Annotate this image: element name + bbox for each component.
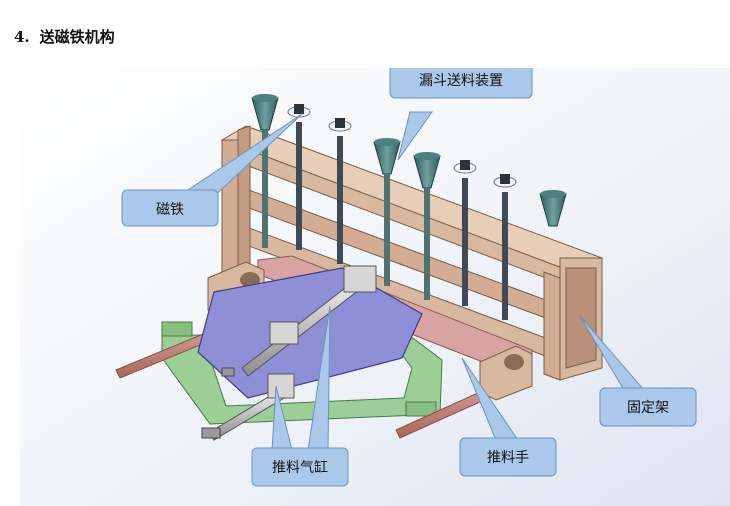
threaded-rod-icon bbox=[453, 160, 477, 306]
hopper-funnel-icon bbox=[413, 152, 441, 300]
section-title: 送磁铁机构 bbox=[39, 28, 115, 46]
mechanism-diagram: 漏斗送料装置 磁铁 固定架 推料手 推料气缸 bbox=[12, 68, 730, 506]
hopper-funnel-icon bbox=[373, 138, 401, 286]
hopper-funnel-icon bbox=[251, 94, 279, 248]
hopper-funnel-icon bbox=[539, 190, 567, 227]
callout-frame-text: 固定架 bbox=[627, 400, 669, 416]
diagram-svg: 漏斗送料装置 磁铁 固定架 推料手 推料气缸 bbox=[20, 68, 730, 506]
callout-frame: 固定架 bbox=[579, 315, 697, 427]
threaded-rod-icon bbox=[328, 118, 352, 264]
callout-pusher-text: 推料手 bbox=[487, 450, 529, 466]
callout-cylinder: 推料气缸 bbox=[251, 305, 349, 487]
callout-feeder-text: 漏斗送料装置 bbox=[419, 73, 503, 89]
section-number: 4. bbox=[14, 28, 30, 46]
callout-magnet: 磁铁 bbox=[121, 113, 303, 227]
threaded-rod-icon bbox=[493, 174, 517, 320]
callout-cylinder-text: 推料气缸 bbox=[272, 459, 328, 476]
pushing-cylinders bbox=[201, 265, 377, 441]
callout-magnet-text: 磁铁 bbox=[156, 202, 184, 218]
callout-feeder: 漏斗送料装置 bbox=[389, 68, 533, 161]
section-heading: 4. 送磁铁机构 bbox=[14, 26, 115, 47]
callout-pusher: 推料手 bbox=[459, 357, 557, 477]
feeder-columns bbox=[251, 94, 567, 320]
